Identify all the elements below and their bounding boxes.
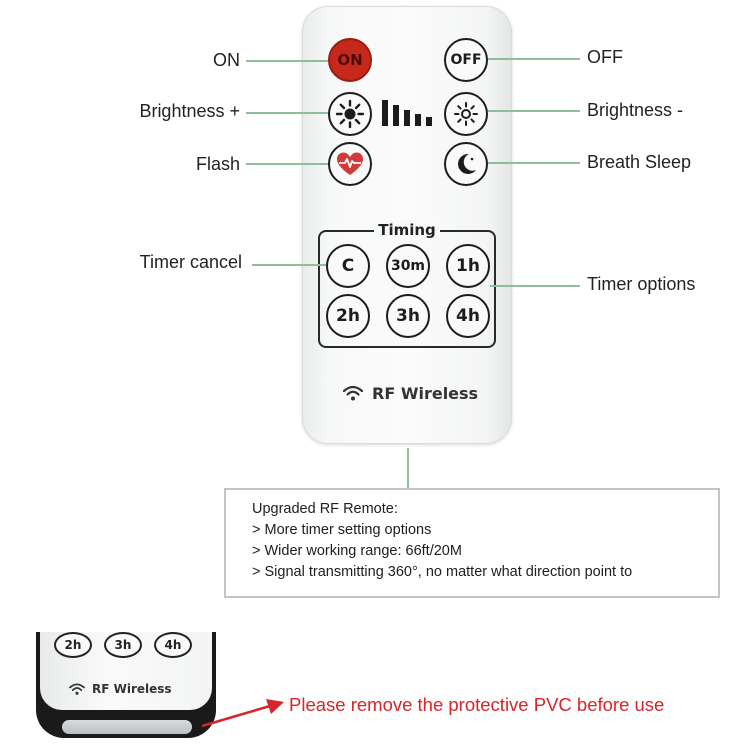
timer-30m-button[interactable]: 30m [386, 244, 430, 288]
small-timer-3h-button: 3h [104, 632, 142, 658]
callout-line-off [488, 58, 580, 60]
timer-cancel-button[interactable]: C [326, 244, 370, 288]
callout-line-timer-options [490, 285, 580, 287]
brightness-up-button[interactable] [328, 92, 372, 136]
info-line: > More timer setting options [252, 522, 432, 538]
off-button[interactable]: OFF [444, 38, 488, 82]
timer-3h-button[interactable]: 3h [386, 294, 430, 338]
callout-line-info [407, 448, 409, 488]
off-label: OFF [587, 47, 623, 67]
small-timer-4h-button: 4h [154, 632, 192, 658]
sun-bright-icon [335, 99, 365, 129]
rf-wireless-label: RF Wireless [372, 384, 479, 403]
flash-label: Flash [195, 154, 240, 174]
info-box: Upgraded RF Remote: > More timer setting… [224, 488, 720, 598]
callout-line-flash [246, 163, 328, 165]
info-title: Upgraded RF Remote: [252, 501, 398, 517]
callout-line-brightness-up [246, 112, 328, 114]
brightness-level-bars-icon [382, 100, 440, 128]
callout-line-breath-sleep [488, 162, 580, 164]
timer-4h-button[interactable]: 4h [446, 294, 490, 338]
breath-sleep-label: Breath Sleep [587, 152, 692, 172]
heart-pulse-icon [337, 152, 363, 175]
small-rf-wireless-label: RF Wireless [92, 682, 172, 696]
info-line: > Signal transmitting 360°, no matter wh… [252, 564, 633, 580]
flash-button[interactable] [328, 142, 372, 186]
on-label: ON [213, 50, 240, 70]
brightness-down-label: Brightness - [587, 100, 684, 120]
protective-pvc-strip [62, 720, 192, 734]
callout-line-brightness-down [488, 110, 580, 112]
timer-cancel-label: Timer cancel [139, 252, 242, 272]
warning-arrow-icon [196, 696, 288, 732]
sun-dim-icon [454, 102, 478, 126]
small-timer-2h-button: 2h [54, 632, 92, 658]
info-line: > Wider working range: 66ft/20M [252, 543, 462, 559]
timing-title: Timing [374, 220, 440, 240]
moon-icon [458, 153, 476, 174]
callout-line-on [246, 60, 328, 62]
on-button[interactable]: ON [328, 38, 372, 82]
callout-line-timer-cancel [252, 264, 326, 266]
small-wifi-icon [68, 682, 86, 696]
timer-2h-button[interactable]: 2h [326, 294, 370, 338]
brightness-down-button[interactable] [444, 92, 488, 136]
brightness-up-label: Brightness + [139, 101, 240, 121]
breath-sleep-button[interactable] [444, 142, 488, 186]
wifi-icon [342, 384, 364, 402]
timer-options-label: Timer options [587, 274, 696, 294]
timer-1h-button[interactable]: 1h [446, 244, 490, 288]
pvc-warning-text: Please remove the protective PVC before … [289, 694, 665, 715]
